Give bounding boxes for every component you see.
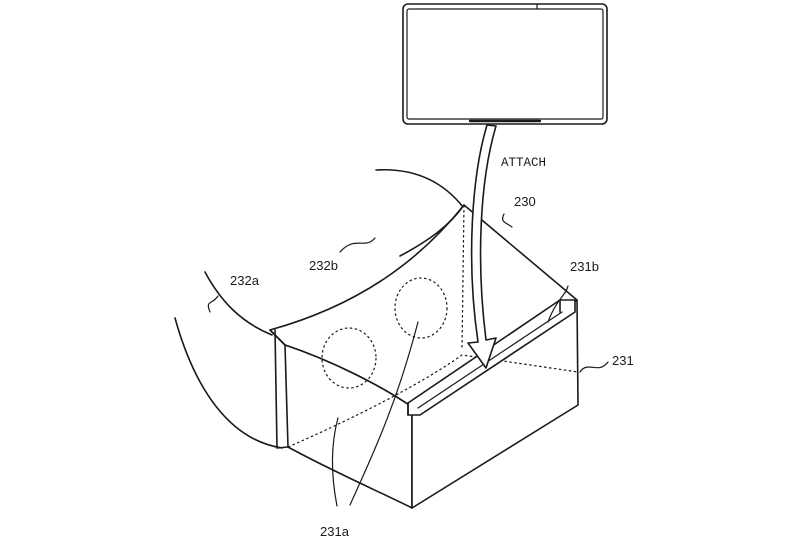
label-230: 230: [514, 194, 536, 209]
label-231b: 231b: [570, 259, 599, 274]
attach-arrow: [467, 124, 497, 369]
label-232a: 232a: [230, 273, 260, 288]
label-attach: ATTACH: [501, 156, 546, 170]
reference-labels: ATTACH 230 232a 232b 231b 231 231a: [230, 156, 634, 539]
label-231a: 231a: [320, 524, 350, 539]
label-232b: 232b: [309, 258, 338, 273]
label-231: 231: [612, 353, 634, 368]
display-device: [402, 3, 608, 125]
goggle-body: [269, 204, 579, 509]
leader-lines: [207, 213, 609, 507]
head-band: [174, 168, 464, 449]
